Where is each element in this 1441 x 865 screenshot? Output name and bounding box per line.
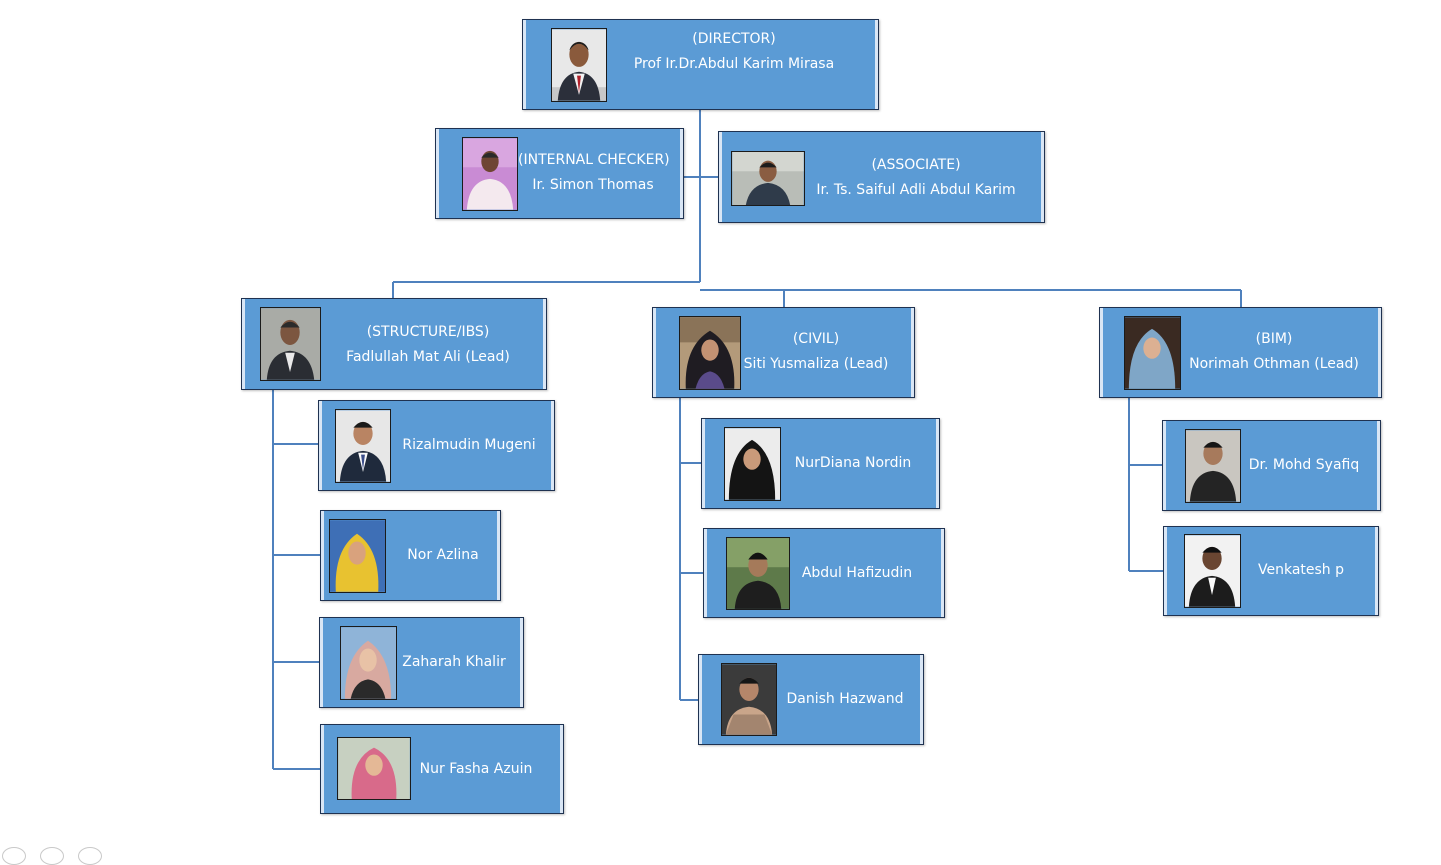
internal-checker-node: (INTERNAL CHECKER) Ir. Simon Thomas — [435, 128, 684, 219]
bim-member-node: Dr. Mohd Syafiq — [1162, 420, 1381, 511]
member-photo — [335, 409, 391, 483]
internal-checker-label: (INTERNAL CHECKER) Ir. Simon Thomas — [518, 148, 670, 198]
member-name: Danish Hazwand — [786, 691, 904, 707]
structure-lead-node: (STRUCTURE/IBS) Fadlullah Mat Ali (Lead) — [241, 298, 547, 390]
member-name: Nur Fasha Azuin — [419, 761, 533, 777]
structure-member-node: Nur Fasha Azuin — [320, 724, 564, 814]
director-photo — [551, 28, 607, 102]
member-photo — [337, 737, 411, 800]
civil-lead-name: Siti Yusmaliza (Lead) — [743, 356, 889, 372]
associate-label: (ASSOCIATE) Ir. Ts. Saiful Adli Abdul Ka… — [811, 153, 1021, 203]
member-photo — [721, 663, 777, 736]
member-photo — [724, 427, 781, 501]
civil-member-node: Danish Hazwand — [698, 654, 924, 745]
structure-member-node: Rizalmudin Mugeni — [318, 400, 555, 491]
associate-node: (ASSOCIATE) Ir. Ts. Saiful Adli Abdul Ka… — [718, 131, 1045, 223]
director-name: Prof Ir.Dr.Abdul Karim Mirasa — [633, 56, 835, 72]
structure-role: (STRUCTURE/IBS) — [366, 324, 490, 340]
civil-lead-photo — [679, 316, 741, 390]
internal-checker-name: Ir. Simon Thomas — [532, 177, 654, 193]
page-navigation-dots — [0, 843, 110, 865]
member-photo — [340, 626, 397, 700]
director-label: (DIRECTOR) Prof Ir.Dr.Abdul Karim Mirasa — [613, 27, 855, 77]
member-photo — [1185, 429, 1241, 503]
bim-role: (BIM) — [1255, 331, 1293, 347]
member-name: NurDiana Nordin — [794, 455, 912, 471]
associate-photo — [731, 151, 805, 206]
member-name: Dr. Mohd Syafiq — [1248, 457, 1360, 473]
bim-lead-photo — [1124, 316, 1181, 390]
member-name: Nor Azlina — [407, 547, 479, 563]
member-photo — [329, 519, 386, 593]
member-name: Rizalmudin Mugeni — [402, 437, 536, 453]
civil-role: (CIVIL) — [792, 331, 840, 347]
structure-lead-photo — [260, 307, 321, 381]
associate-name: Ir. Ts. Saiful Adli Abdul Karim — [816, 182, 1016, 198]
member-name: Zaharah Khalir — [402, 654, 506, 670]
bim-member-node: Venkatesh p — [1163, 526, 1379, 616]
civil-lead-label: (CIVIL) Siti Yusmaliza (Lead) — [743, 327, 889, 377]
internal-checker-photo — [462, 137, 518, 211]
structure-lead-name: Fadlullah Mat Ali (Lead) — [346, 349, 510, 365]
director-node: (DIRECTOR) Prof Ir.Dr.Abdul Karim Mirasa — [522, 19, 879, 110]
member-name: Venkatesh p — [1257, 562, 1345, 578]
director-role: (DIRECTOR) — [692, 31, 776, 47]
member-photo — [726, 537, 790, 610]
member-name: Abdul Hafizudin — [801, 565, 913, 581]
bim-lead-node: (BIM) Norimah Othman (Lead) — [1099, 307, 1382, 398]
associate-role: (ASSOCIATE) — [871, 157, 961, 173]
structure-member-node: Nor Azlina — [320, 510, 501, 601]
internal-checker-role: (INTERNAL CHECKER) — [518, 152, 670, 168]
bim-lead-name: Norimah Othman (Lead) — [1189, 356, 1359, 372]
structure-member-node: Zaharah Khalir — [319, 617, 524, 708]
member-photo — [1184, 534, 1241, 608]
structure-lead-label: (STRUCTURE/IBS) Fadlullah Mat Ali (Lead) — [330, 320, 526, 370]
civil-lead-node: (CIVIL) Siti Yusmaliza (Lead) — [652, 307, 915, 398]
bim-lead-label: (BIM) Norimah Othman (Lead) — [1186, 327, 1362, 377]
civil-member-node: NurDiana Nordin — [701, 418, 940, 509]
civil-member-node: Abdul Hafizudin — [703, 528, 945, 618]
